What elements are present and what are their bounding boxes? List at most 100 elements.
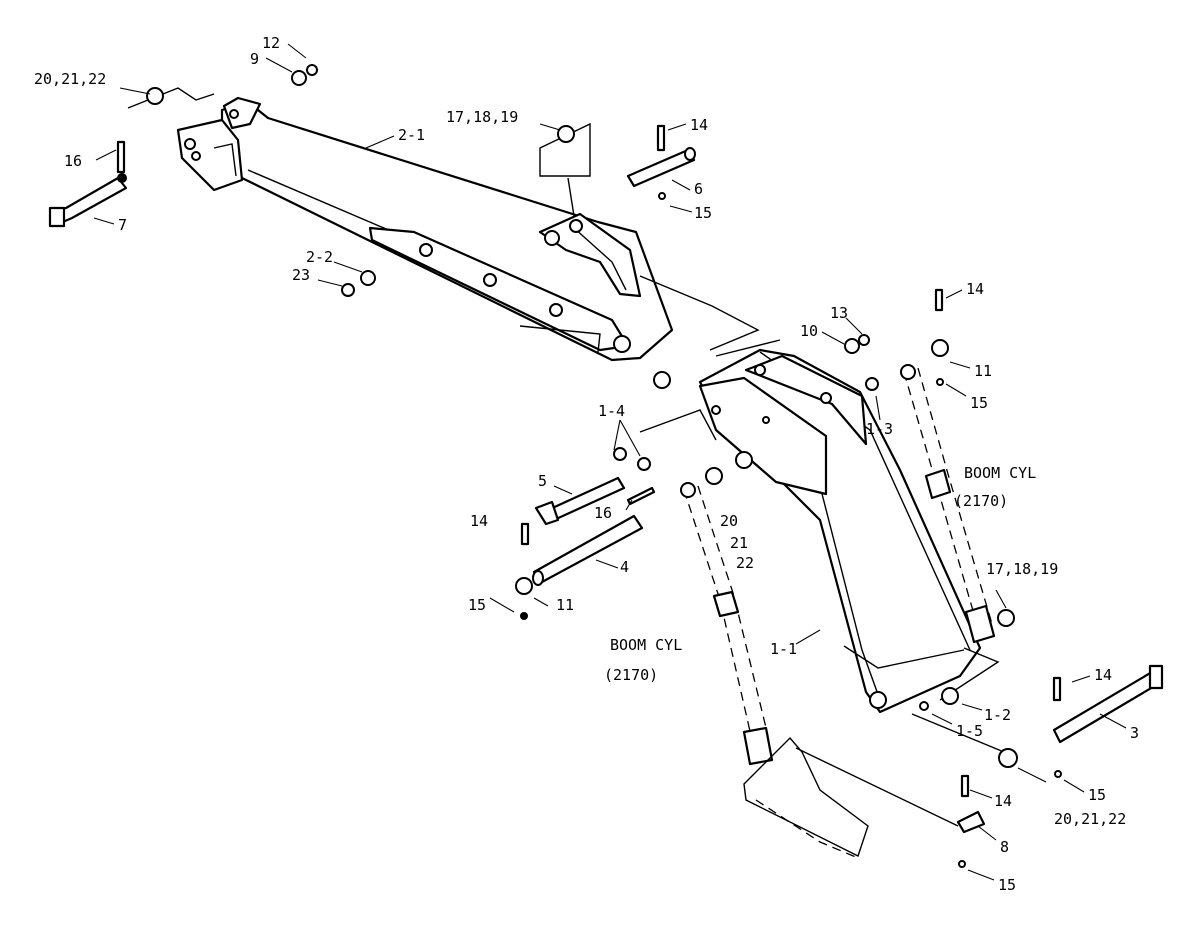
label-boom-cyl-left: BOOM CYL <box>610 636 682 654</box>
label-5: 5 <box>538 472 547 490</box>
cylinder-end <box>742 726 774 766</box>
arm-end-hole <box>191 151 201 161</box>
leader <box>667 123 687 131</box>
leader <box>1071 675 1091 683</box>
label-16-left: 16 <box>64 152 82 170</box>
pin-16-mid <box>626 486 656 506</box>
leader <box>1017 767 1047 783</box>
arm-end-bracket-edge <box>213 143 237 177</box>
boom-cylinder-left <box>680 482 774 766</box>
label-16-mid: 16 <box>594 504 612 522</box>
label-11-right: 11 <box>974 362 992 380</box>
pin-16-top <box>116 140 126 174</box>
label-3: 3 <box>1130 724 1139 742</box>
pin-7 <box>48 176 128 228</box>
arm-plate-hole <box>549 303 563 317</box>
leader <box>995 589 1007 609</box>
leader <box>539 123 561 131</box>
label-17-18-19-top: 17,18,19 <box>446 108 518 126</box>
arm-plate-hole <box>419 243 433 257</box>
washer-15-right <box>936 378 944 386</box>
grease-nipple-17-right <box>997 609 1015 627</box>
boom-assembly <box>639 339 1005 753</box>
arm-mount-outline <box>567 177 575 217</box>
boom-hole <box>711 405 721 415</box>
leader <box>945 383 967 397</box>
pin-5 <box>534 476 626 526</box>
leader <box>93 217 115 225</box>
leader <box>119 87 151 95</box>
label-15-lower: 15 <box>1088 786 1106 804</box>
label-13: 13 <box>830 304 848 322</box>
base-frame-edge <box>795 747 959 827</box>
label-14-bottom: 14 <box>994 792 1012 810</box>
pin-8 <box>956 774 986 868</box>
leader <box>317 279 343 287</box>
leader <box>553 485 573 495</box>
label-15-top: 15 <box>694 204 712 222</box>
leader <box>1063 779 1085 793</box>
leader <box>287 43 307 59</box>
pin-head <box>1148 664 1164 690</box>
leader <box>365 135 395 149</box>
arm-plate-hole <box>483 273 497 287</box>
bushing-1-2 <box>941 687 959 705</box>
cylinder-outline <box>697 485 769 737</box>
label-14-top: 14 <box>690 116 708 134</box>
label-22: 22 <box>736 554 754 572</box>
pin-washer <box>1054 770 1062 778</box>
base-frame-outline <box>743 736 869 857</box>
label-1-5: 1-5 <box>956 722 983 740</box>
arm-end-bracket <box>176 118 244 192</box>
boom-base-edge <box>843 645 965 669</box>
bushing-1-4 <box>637 457 651 471</box>
bushing-1-3 <box>865 377 879 391</box>
boom-foot-plate <box>698 376 828 496</box>
arm-bracket-hole <box>544 230 560 246</box>
boom-hole <box>754 364 766 376</box>
arm-top-lug-hole <box>229 109 239 119</box>
pin-lock <box>656 124 666 152</box>
arm-end-hole <box>184 138 196 150</box>
bushing-11-left <box>515 577 533 595</box>
pin-end <box>532 570 544 586</box>
arm-assembly <box>127 87 760 362</box>
label-14-left: 14 <box>470 512 488 530</box>
label-14-lower: 14 <box>1094 666 1112 684</box>
leader <box>333 261 363 273</box>
label-17-18-19-right: 17,18,19 <box>986 560 1058 578</box>
leader <box>967 869 995 881</box>
leader <box>795 629 821 645</box>
label-boom-cyl-right: BOOM CYL <box>964 464 1036 482</box>
bushing-1-5 <box>919 701 929 711</box>
leader <box>977 825 997 841</box>
arm-top-lug <box>222 96 262 130</box>
nut-12 <box>306 64 318 76</box>
bushing-10 <box>844 338 860 354</box>
cylinder-outline <box>683 489 753 741</box>
arm-end-pivot-hole <box>613 335 631 353</box>
label-1-1: 1-1 <box>770 640 797 658</box>
cylinder-outline <box>917 367 993 625</box>
label-boom-cyl-left-num: (2170) <box>604 666 658 684</box>
pin-shaft <box>626 148 696 188</box>
boom-mount-outline <box>715 339 781 357</box>
label-1-2: 1-2 <box>984 706 1011 724</box>
leader <box>931 713 953 725</box>
boom-hole <box>820 392 832 404</box>
pin-head <box>534 500 560 526</box>
base-frame <box>743 736 959 859</box>
label-1-4: 1-4 <box>598 402 625 420</box>
pin-6 <box>626 124 696 200</box>
leader <box>671 179 691 191</box>
grease-nipple-20-mid <box>705 467 723 485</box>
label-20-21-22-top: 20,21,22 <box>34 70 106 88</box>
label-15-right: 15 <box>970 394 988 412</box>
label-20-21-22-lower: 20,21,22 <box>1054 810 1126 828</box>
grease-nipple-20-lower <box>998 748 1018 768</box>
base-frame-hidden <box>755 799 859 859</box>
label-23: 23 <box>292 266 310 284</box>
bushing-2-2 <box>360 270 376 286</box>
boom-hole <box>762 416 770 424</box>
cylinder-eye <box>680 482 696 498</box>
